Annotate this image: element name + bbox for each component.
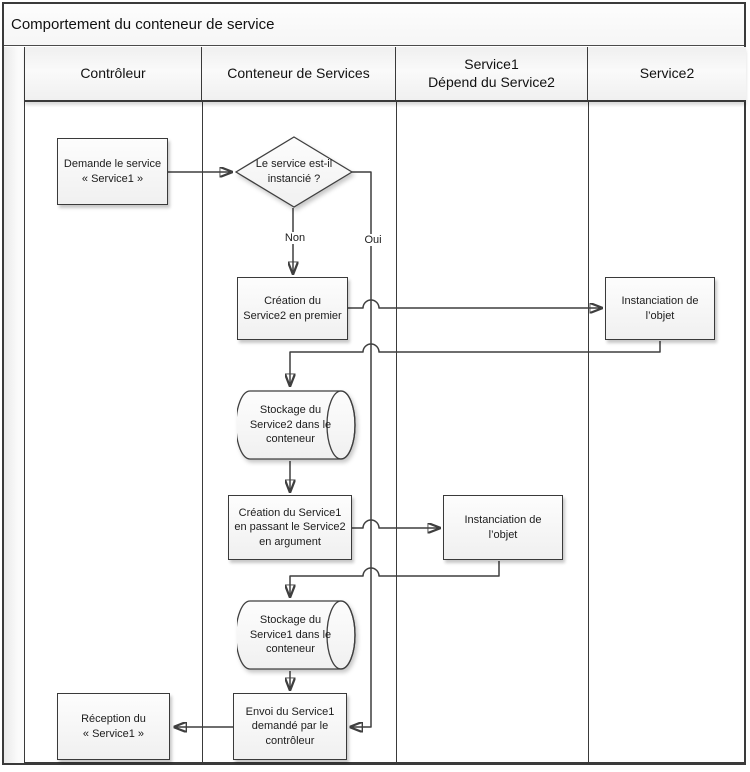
node-stockage-service1: Stockage du Service1 dans le conteneur	[237, 599, 356, 671]
lane-header-label: Contrôleur	[80, 64, 146, 81]
node-label: Le service est-il instancié ?	[255, 158, 333, 185]
node-demande-service: Demande le service « Service1 »	[57, 138, 168, 205]
node-envoi-service1: Envoi du Service1 demandé par le contrôl…	[233, 693, 347, 760]
node-label: Envoi du Service1 demandé par le contrôl…	[245, 705, 335, 747]
node-label: Instanciation de l’objet	[621, 294, 699, 322]
decision-diamond-shape	[235, 136, 353, 208]
node-label: Réception du « Service1 »	[81, 712, 146, 740]
node-creation-service1: Création du Service1 en passant le Servi…	[228, 495, 352, 560]
diagram-title-bar: Comportement du conteneur de service	[4, 4, 744, 46]
node-label: Instanciation de l’objet	[464, 513, 542, 541]
node-stockage-service2: Stockage du Service2 dans le conteneur	[237, 389, 356, 461]
node-creation-service2: Création du Service2 en premier	[237, 277, 348, 340]
lane-header-label: Service2	[639, 64, 695, 81]
lane-header-conteneur: Conteneur de Services	[202, 47, 396, 100]
edge-label-oui: Oui	[357, 234, 389, 246]
node-label: Demande le service « Service1 »	[63, 157, 162, 185]
node-label: Stockage du Service1 dans le conteneur	[249, 614, 332, 656]
lane-header-label: Conteneur de Services	[227, 64, 370, 81]
lane-header-service2: Service2	[588, 47, 746, 100]
lane-divider-2	[396, 102, 397, 763]
node-label: Stockage du Service2 dans le conteneur	[249, 404, 332, 446]
node-instanciation-objet-service1: Instanciation de l’objet	[443, 495, 563, 560]
edge-label-non: Non	[277, 232, 313, 244]
lane-divider-3	[588, 102, 589, 763]
lane-header-service1: Service1 Dépend du Service2	[396, 47, 588, 100]
lane-header-controleur: Contrôleur	[25, 47, 202, 100]
lane-divider-1	[202, 102, 203, 763]
node-instanciation-objet-service2: Instanciation de l’objet	[605, 277, 715, 340]
node-reception-service1: Réception du « Service1 »	[57, 693, 170, 760]
diagram-title: Comportement du conteneur de service	[11, 16, 275, 33]
node-label: Création du Service2 en premier	[243, 294, 342, 322]
swimlane-left-band	[4, 47, 25, 763]
swimlane-header-row: Contrôleur Conteneur de Services Service…	[25, 47, 746, 102]
lane-header-label: Service1 Dépend du Service2	[428, 56, 555, 90]
storage-cylinder-shape	[237, 600, 356, 670]
node-decision-service-instancie: Le service est-il instancié ?	[235, 136, 353, 208]
node-label: Création du Service1 en passant le Servi…	[234, 506, 346, 548]
